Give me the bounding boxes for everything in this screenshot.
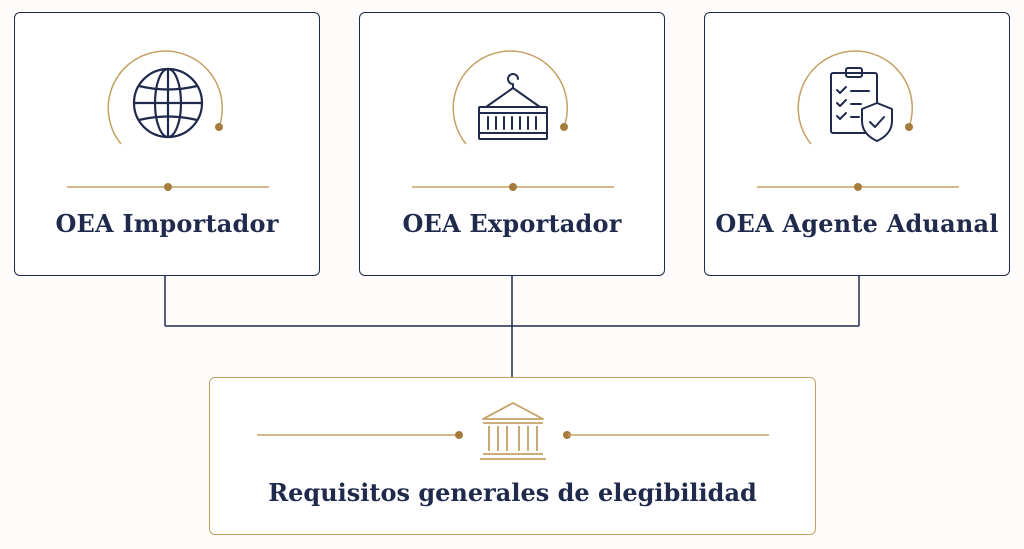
card-title: OEA Exportador [402, 209, 622, 238]
card-divider [67, 183, 269, 191]
base-divider-right [563, 431, 769, 439]
globe-icon [107, 50, 223, 145]
base-divider-left [257, 431, 463, 439]
card-divider [412, 183, 614, 191]
card-title: OEA Importador [55, 209, 279, 238]
clipboard-shield-icon [797, 50, 913, 145]
shipping-container-icon [452, 50, 568, 145]
card-oea-agente-aduanal: OEA Agente Aduanal [704, 12, 1010, 276]
card-oea-importador: OEA Importador [14, 12, 320, 276]
card-title: OEA Agente Aduanal [715, 209, 999, 238]
card-divider [757, 183, 959, 191]
base-title: Requisitos generales de elegibilidad [268, 478, 757, 507]
base-requirements-box: Requisitos generales de elegibilidad [209, 377, 816, 535]
card-oea-exportador: OEA Exportador [359, 12, 665, 276]
bank-building-icon [480, 402, 546, 460]
base-decoration [257, 402, 769, 460]
